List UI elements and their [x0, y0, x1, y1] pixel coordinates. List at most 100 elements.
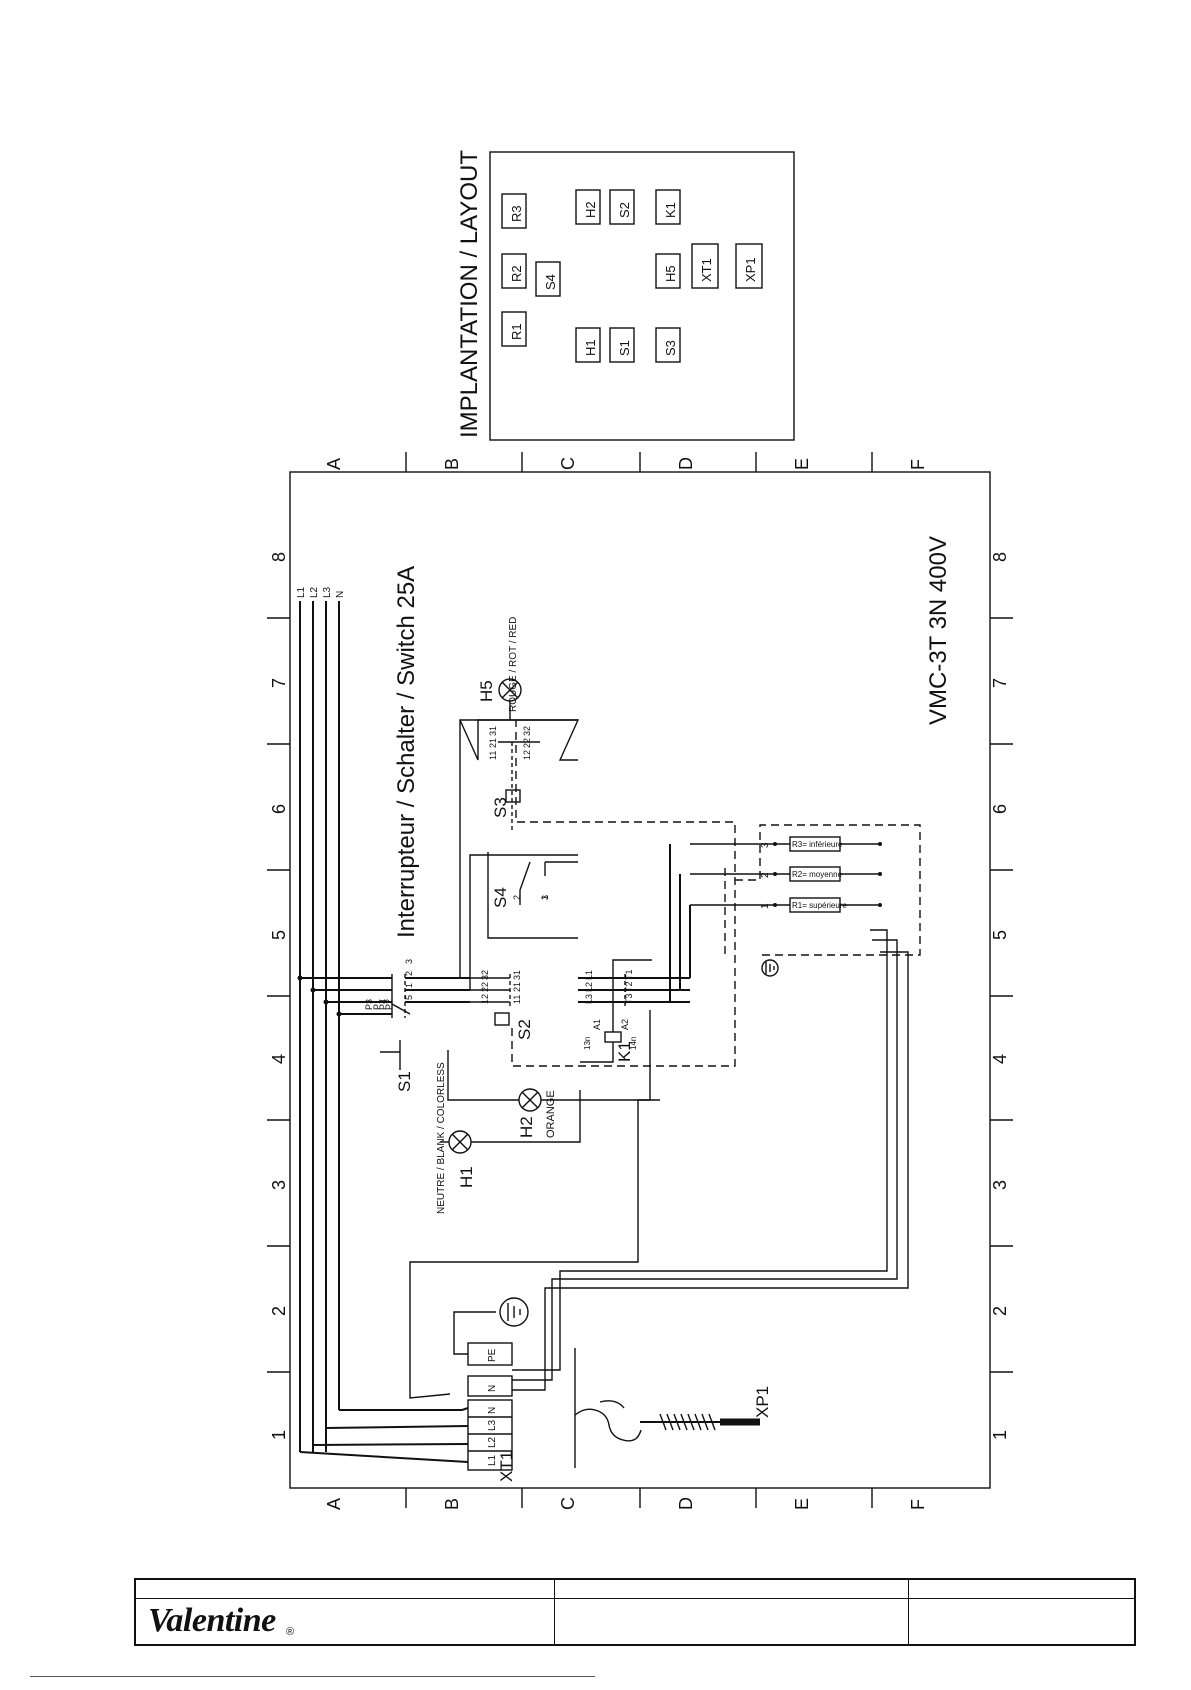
title-block-divider-1 [554, 1580, 555, 1644]
grid-col-right-1: 1 [990, 1430, 1010, 1440]
lamp-h2-label: H2 [517, 1116, 536, 1138]
lamp-h1 [440, 1090, 581, 1154]
earth-symbol [453, 1297, 529, 1355]
page-bottom-rule [30, 1676, 595, 1677]
k1-aux-1: 14n [629, 1037, 638, 1050]
title-block-divider-2 [908, 1580, 909, 1644]
heater-number-2: 2 [760, 872, 771, 878]
layout-box-r2: R2 [501, 253, 527, 289]
xt1-terminal-pe: PE [487, 1348, 498, 1362]
title-block-header-row [136, 1580, 1134, 1599]
k1-coil-0: A1 [592, 1019, 602, 1030]
title-block: Valentine ® [134, 1578, 1136, 1646]
grid-row-bottom-F: F [908, 1499, 928, 1510]
layout-box-xp1: XP1 [735, 243, 763, 289]
k1-pin-bottom-1: T2 [624, 981, 634, 992]
heater-label-3: R3= inférieure [792, 840, 843, 849]
supply-label-n: N [335, 591, 346, 598]
layout-label-r2: R2 [509, 265, 524, 282]
layout-box-h1: H1 [575, 327, 601, 363]
terminal-block-xt1 [299, 1342, 513, 1471]
switch-s1 [380, 974, 470, 1070]
grid-col-right-3: 3 [990, 1180, 1010, 1190]
grid-col-left-2: 2 [269, 1306, 289, 1316]
terminal-block-label: XT1 [497, 1451, 516, 1482]
grid-col-left-6: 6 [269, 804, 289, 814]
layout-label-r3: R3 [509, 205, 524, 222]
layout-label-xp1: XP1 [743, 257, 758, 282]
grid-row-bottom-A: A [324, 1498, 344, 1510]
grid-col-right-4: 4 [990, 1054, 1010, 1064]
grid-col-left-8: 8 [269, 552, 289, 562]
k1-coil-1: A2 [620, 1019, 630, 1030]
layout-box-h2: H2 [575, 189, 601, 225]
s2-pin-bottom-2: 31 [512, 970, 522, 980]
contactor-k1 [578, 959, 690, 1063]
grid-row-bottom-B: B [442, 1498, 462, 1510]
s2-pin-top-1: 22 [480, 982, 490, 992]
grid-col-left-4: 4 [269, 1054, 289, 1064]
layout-label-k1: K1 [663, 202, 678, 218]
grid-row-top-A: A [324, 458, 344, 470]
lamp-h5-color: ROUGE / ROT / RED [508, 617, 519, 712]
xp1-hatch-7 [708, 1413, 716, 1431]
switch-s2-label: S2 [515, 1019, 534, 1040]
layout-label-xt1: XT1 [699, 258, 714, 282]
s4-pin-1: 2 [512, 895, 522, 900]
layout-box-r3: R3 [501, 193, 527, 229]
valentine-logo: Valentine [148, 1602, 276, 1639]
layout-box-k1: K1 [655, 189, 681, 225]
layout-box-s4: S4 [535, 261, 561, 297]
s3-pin-bottom-0: 12 [522, 750, 532, 760]
s1-pin-bottom-0: 5 [404, 995, 414, 1000]
xt1-terminal-2: L3 [487, 1419, 498, 1431]
lamp-h1-label: H1 [457, 1166, 476, 1188]
s1-pin-top-2: P1 [372, 999, 382, 1010]
s3-pin-top-1: 21 [488, 738, 498, 748]
grid-row-bottom-C: C [558, 1497, 578, 1510]
supply-label-l1: L1 [296, 586, 307, 598]
heater-number-3: 3 [760, 842, 771, 848]
s1-pin-bottom-1: 1 [404, 983, 414, 988]
lamp-h2 [447, 1010, 651, 1112]
xp1-hatch-2 [673, 1413, 681, 1431]
layout-box-s3: S3 [655, 327, 681, 363]
xt1-terminal-n-extra: N [487, 1385, 498, 1392]
s3-pin-bottom-2: 32 [522, 726, 532, 736]
layout-box-r1: R1 [501, 311, 527, 347]
s3-pin-bottom-1: 22 [522, 738, 532, 748]
grid-col-left-7: 7 [269, 678, 289, 688]
plug-label: XP1 [753, 1386, 772, 1418]
k1-pin-bottom-2: T1 [624, 969, 634, 980]
xp1-hatch-1 [666, 1413, 674, 1431]
layout-box-h5: H5 [655, 253, 681, 289]
layout-label-s3: S3 [663, 340, 678, 356]
layout-box-s2: S2 [609, 189, 635, 225]
switch-s4-label: S4 [491, 887, 510, 908]
s2-pin-top-2: 32 [480, 970, 490, 980]
layout-box-s1: S1 [609, 327, 635, 363]
lamp-h5-label: H5 [477, 680, 496, 702]
xp1-hatch-0 [659, 1413, 667, 1431]
k1-pin-top-0: L3 [584, 994, 594, 1004]
s1-pin-top-3: P2 [384, 999, 394, 1010]
heater-earth-symbol [761, 959, 779, 977]
xt1-terminal-0: L1 [487, 1454, 498, 1466]
layout-label-h5: H5 [663, 265, 678, 282]
s1-pin-top-1: P3 [364, 999, 374, 1010]
supply-label-l3: L3 [322, 586, 333, 598]
k1-pin-bottom-0: T3 [624, 993, 634, 1004]
grid-col-left-1: 1 [269, 1430, 289, 1440]
switch-s1-label: S1 [395, 1071, 414, 1092]
layout-box-xt1: XT1 [691, 243, 719, 289]
layout-label-h1: H1 [583, 339, 598, 356]
